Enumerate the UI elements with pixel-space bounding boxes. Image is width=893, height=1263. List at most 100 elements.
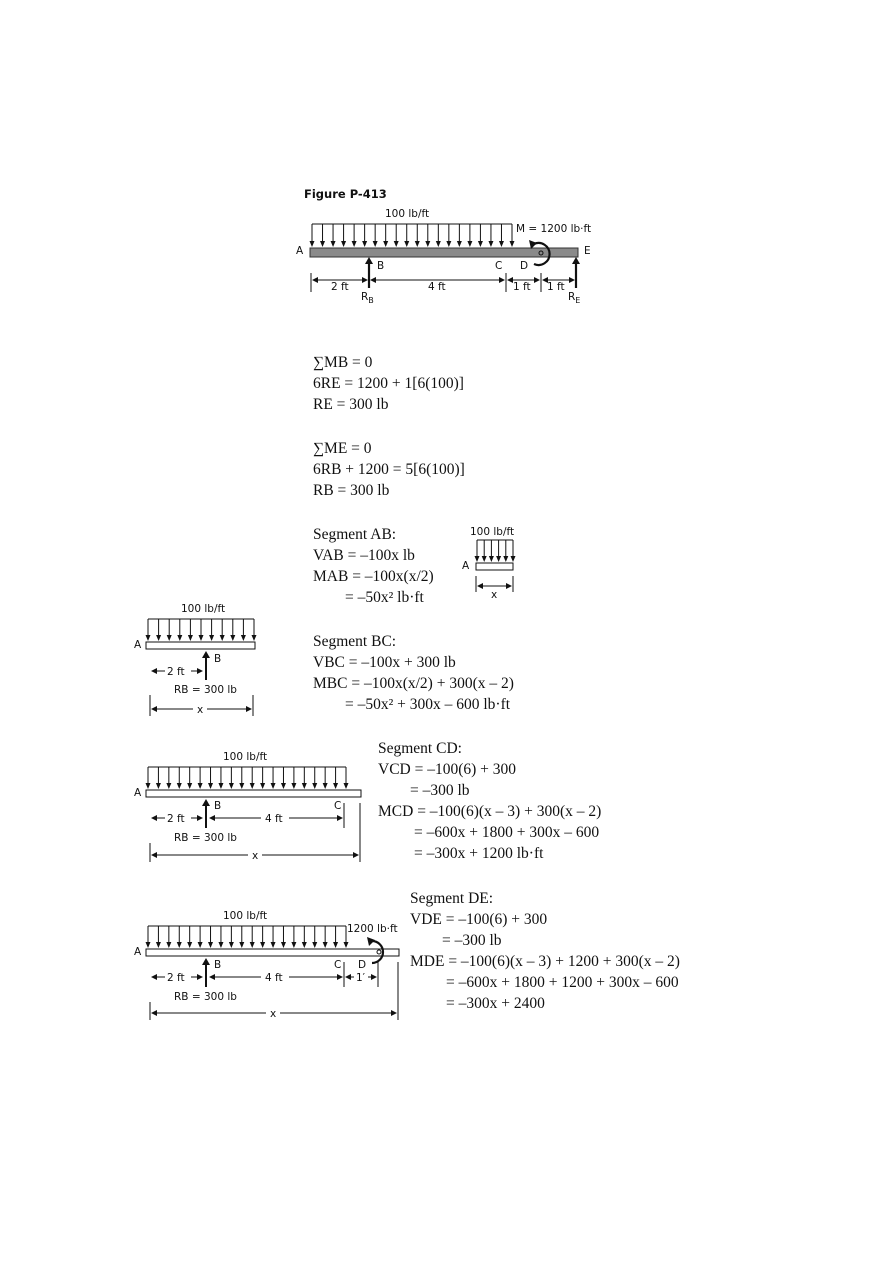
load-arrowhead (351, 241, 357, 247)
load-arrowhead (249, 783, 255, 789)
bc-fbd-beam (145, 641, 256, 650)
load-arrowhead (228, 942, 234, 948)
load-arrowhead (155, 783, 161, 789)
segment-cd-v: VCD = –100(6) + 300 (378, 761, 517, 778)
segment-cd-m-result: = –300x + 1200 lb·ft (414, 845, 544, 862)
load-arrowhead (187, 942, 193, 948)
load-arrowhead (166, 783, 172, 789)
ab-fbd-point-a: A (462, 560, 470, 572)
cd-fbd-rb: RB = 300 lb (174, 832, 237, 844)
eq-rb: RB = 300 lb (313, 482, 390, 499)
de-fbd-load-arrows (145, 926, 349, 948)
main-point-c: C (495, 260, 502, 272)
load-arrowhead (312, 783, 318, 789)
load-arrowhead (239, 783, 245, 789)
load-arrowhead (474, 556, 480, 562)
load-arrowhead (166, 635, 172, 641)
main-moment-arc (533, 241, 551, 267)
segment-de-equations: Segment DE: VDE = –100(6) + 300 = –300 l… (410, 888, 680, 1014)
segment-cd-v-result: = –300 lb (410, 782, 470, 799)
de-fbd-load-label: 100 lb/ft (223, 910, 267, 922)
load-arrowhead (333, 942, 339, 948)
load-arrowhead (197, 942, 203, 948)
load-arrowhead (343, 942, 349, 948)
load-arrowhead (291, 942, 297, 948)
ab-fbd-x: x (491, 589, 497, 601)
cd-fbd-dim1: 2 ft (167, 813, 185, 825)
load-arrowhead (414, 241, 420, 247)
load-arrowhead (393, 241, 399, 247)
cd-fbd-point-b: B (214, 800, 221, 812)
load-arrowhead (446, 241, 452, 247)
load-arrowhead (166, 942, 172, 948)
cd-fbd-point-a: A (134, 787, 142, 799)
de-fbd-dim1: 2 ft (167, 972, 185, 984)
load-arrowhead (251, 635, 257, 641)
segment-bc-title: Segment BC: (313, 633, 397, 650)
bc-fbd-dim: 2 ft (167, 666, 185, 678)
load-arrowhead (208, 942, 214, 948)
load-arrowhead (503, 556, 509, 562)
de-fbd-point-a: A (134, 946, 142, 958)
load-arrowhead (208, 783, 214, 789)
de-fbd-point-b: B (214, 959, 221, 971)
load-arrowhead (218, 942, 224, 948)
load-arrowhead (333, 783, 339, 789)
segment-bc-v: VBC = –100x + 300 lb (313, 654, 456, 671)
cd-fbd-x: x (252, 850, 258, 862)
load-arrowhead (301, 942, 307, 948)
segment-de-m: MDE = –100(6)(x – 3) + 1200 + 300(x – 2) (410, 953, 680, 970)
main-reaction-rb-label: RB (361, 291, 374, 305)
de-fbd-moment-label: 1200 lb·ft (347, 923, 398, 935)
load-arrowhead (435, 241, 441, 247)
load-arrowhead (488, 241, 494, 247)
segment-de-m-result: = –300x + 2400 (446, 995, 545, 1012)
load-arrowhead (362, 241, 368, 247)
segment-ab-m-simplified: = –50x² lb·ft (345, 589, 424, 606)
figure-title: Figure P-413 (304, 187, 387, 201)
bc-fbd-rb: RB = 300 lb (174, 684, 237, 696)
load-arrowhead (510, 556, 516, 562)
cd-fbd-point-c: C (334, 800, 341, 812)
main-load-arrows (309, 224, 515, 247)
cd-fbd-load-arrows (145, 767, 349, 789)
main-point-a: A (296, 245, 304, 257)
eq-6re: 6RE = 1200 + 1[6(100)] (313, 375, 464, 392)
load-arrowhead (509, 241, 515, 247)
de-fbd-dim3: 1′ (356, 972, 366, 984)
load-arrowhead (312, 942, 318, 948)
load-arrowhead (320, 241, 326, 247)
eq-re: RE = 300 lb (313, 396, 389, 413)
load-arrowhead (145, 783, 151, 789)
load-arrowhead (496, 556, 502, 562)
main-dimension-lines (310, 273, 575, 292)
de-fbd-x: x (270, 1008, 276, 1020)
de-fbd-beam (145, 948, 400, 957)
load-arrowhead (488, 556, 494, 562)
load-arrowhead (372, 241, 378, 247)
load-arrowhead (145, 635, 151, 641)
load-arrowhead (330, 241, 336, 247)
segment-cd-equations: Segment CD: VCD = –100(6) + 300 = –300 l… (378, 738, 601, 864)
de-fbd-dim2: 4 ft (265, 972, 283, 984)
load-arrowhead (219, 635, 225, 641)
segment-ab-equations: Segment AB: VAB = –100x lb MAB = –100x(x… (313, 524, 434, 608)
load-arrowhead (477, 241, 483, 247)
main-dim-cd: 1 ft (513, 281, 531, 293)
segment-cd-title: Segment CD: (378, 740, 462, 757)
bc-fbd-point-a: A (134, 639, 142, 651)
main-dim-bc: 4 ft (428, 281, 446, 293)
eq-sum-me: ∑ME = 0 (313, 440, 372, 457)
segment-ab-title: Segment AB: (313, 526, 397, 543)
ab-fbd-load-label: 100 lb/ft (470, 526, 514, 538)
load-arrowhead (209, 635, 215, 641)
main-moment-point (538, 250, 544, 256)
load-arrowhead (156, 635, 162, 641)
load-arrowhead (239, 942, 245, 948)
main-point-e: E (584, 245, 591, 257)
eq-6rb: 6RB + 1200 = 5[6(100)] (313, 461, 465, 478)
de-fbd-moment-arc (371, 939, 385, 965)
load-arrowhead (341, 241, 347, 247)
